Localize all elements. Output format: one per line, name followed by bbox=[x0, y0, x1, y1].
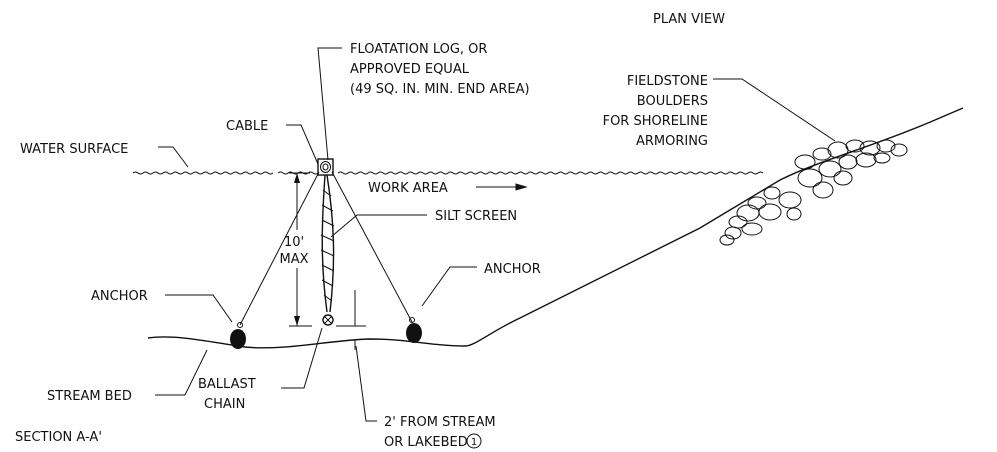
leader-ballast bbox=[281, 327, 323, 389]
silt-screen-hatch bbox=[320, 189, 335, 302]
leader-clearance bbox=[355, 345, 377, 422]
plan-view-label: PLAN VIEW bbox=[653, 12, 725, 27]
anchor-right bbox=[406, 317, 422, 343]
ballast-label-line-2: CHAIN bbox=[204, 397, 245, 412]
leader-anchor-right bbox=[421, 266, 477, 307]
anchor-right-label: ANCHOR bbox=[484, 262, 541, 277]
clearance-label-line-2: OR LAKEBED bbox=[384, 435, 468, 450]
floatation-log bbox=[317, 158, 334, 176]
water-surface-label: WATER SURFACE bbox=[20, 142, 128, 157]
section-label: SECTION A-A' bbox=[15, 430, 102, 445]
leader-silt-screen bbox=[330, 214, 427, 238]
ballast-chain bbox=[322, 314, 334, 326]
floatation-label-line-1: FLOATATION LOG, OR bbox=[350, 42, 487, 57]
fieldstone-label-line-2: BOULDERS bbox=[637, 94, 708, 109]
depth-dimension bbox=[289, 172, 312, 327]
floatation-label-line-3: (49 SQ. IN. MIN. END AREA) bbox=[350, 82, 530, 97]
cable-left bbox=[239, 171, 320, 326]
leader-floatation bbox=[317, 47, 342, 161]
work-area-arrowhead bbox=[515, 183, 528, 191]
leader-cable bbox=[286, 124, 319, 165]
water-surface-line-right bbox=[277, 171, 764, 175]
leader-lines bbox=[155, 47, 836, 422]
fieldstone-label-line-3: FOR SHORELINE bbox=[603, 114, 708, 129]
clearance-label-line-1: 2' FROM STREAM bbox=[384, 415, 496, 430]
silt-screen bbox=[321, 174, 335, 313]
work-area-label: WORK AREA bbox=[368, 181, 448, 196]
depth-label-line-2: MAX bbox=[279, 252, 308, 267]
leader-water-surface bbox=[158, 146, 189, 168]
note-reference-number: 1 bbox=[471, 437, 477, 448]
depth-label-line-1: 10' bbox=[284, 235, 304, 250]
leader-anchor-left bbox=[165, 294, 233, 323]
floatation-label-line-2: APPROVED EQUAL bbox=[350, 62, 470, 77]
anchor-left bbox=[230, 322, 246, 349]
leader-stream-bed bbox=[155, 349, 208, 396]
stream-bed-label: STREAM BED bbox=[47, 389, 132, 404]
cable-label: CABLE bbox=[226, 119, 268, 134]
silt-screen-label: SILT SCREEN bbox=[435, 209, 517, 224]
anchor-left-label: ANCHOR bbox=[91, 289, 148, 304]
fieldstone-boulders bbox=[719, 139, 908, 246]
ballast-label-line-1: BALLAST bbox=[198, 377, 256, 392]
cable-right bbox=[331, 171, 413, 323]
stream-bed-profile bbox=[147, 107, 964, 349]
fieldstone-label-line-4: ARMORING bbox=[636, 134, 708, 149]
note-reference-marker: 1 bbox=[466, 433, 482, 449]
clearance-dimension bbox=[336, 290, 366, 350]
fieldstone-label-line-1: FIELDSTONE bbox=[627, 74, 708, 89]
water-surface-line-left bbox=[132, 171, 274, 175]
leader-fieldstone bbox=[713, 78, 836, 142]
